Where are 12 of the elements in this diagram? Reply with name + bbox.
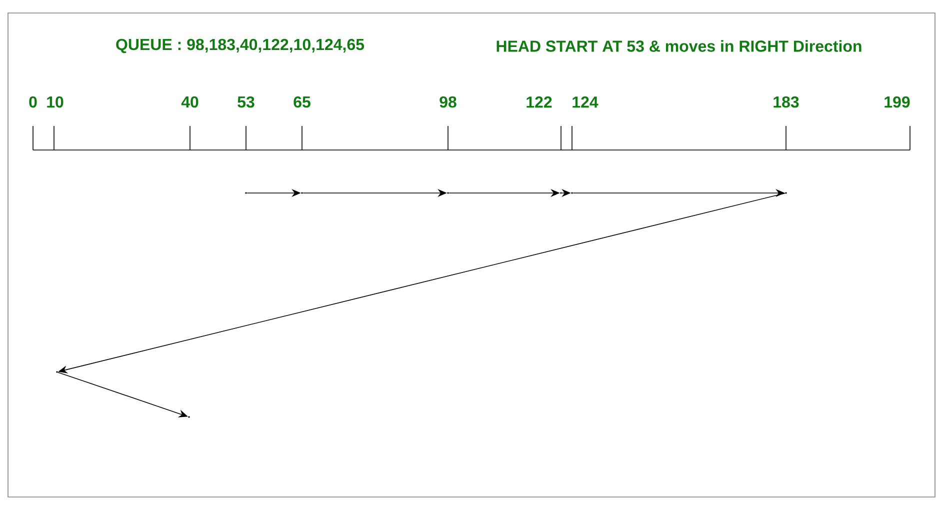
tick-label: 53	[238, 96, 254, 108]
heading-text: HEAD START AT 53 & moves in RIGHT Direction	[496, 40, 862, 52]
tick-label: 0	[29, 96, 37, 108]
tick-label: 10	[47, 96, 64, 108]
tick-label: 122	[526, 96, 552, 108]
heading-text: QUEUE : 98,183,40,122,10,124,65	[116, 38, 364, 54]
tick-label: 124	[572, 96, 598, 108]
tick-label: 65	[294, 96, 310, 108]
tick-label: 199	[884, 96, 910, 108]
tick-label: 183	[774, 96, 799, 108]
tick-label: 40	[181, 96, 198, 108]
tick-label: 98	[440, 96, 456, 108]
